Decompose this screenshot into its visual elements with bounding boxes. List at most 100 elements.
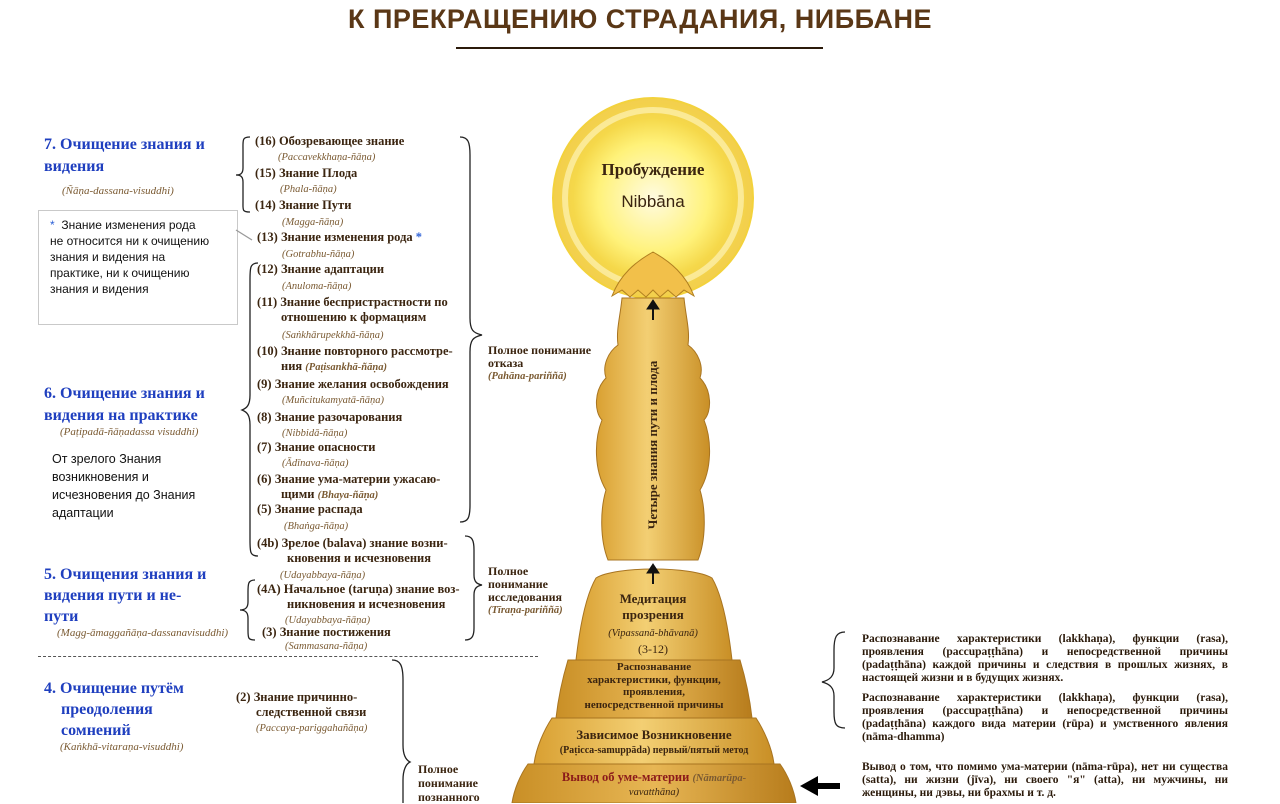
stage-number: 4. <box>44 680 56 697</box>
side-label-line: отказа <box>488 356 524 370</box>
note-line: Знание изменения рода <box>61 218 196 232</box>
knowledge-3-pali: (Sammasana-ñāṇa) <box>285 641 368 652</box>
tier3-title: Вывод об уме-материи <box>561 770 690 784</box>
known-brace <box>391 659 412 803</box>
tier2-sub: (Paṭicca-samuppāda) первый/пятый метод <box>536 745 772 756</box>
meditation-label: Медитация прозрения <box>586 591 720 623</box>
knowledge-4a-pali: (Udayabbaya-ñāṇa) <box>285 615 371 626</box>
knowledge-7: (7) Знание опасности <box>257 440 376 454</box>
knowledge-4a: (4A) Начальное (taruṇa) знание воз- никн… <box>257 582 460 612</box>
tier1-line: Распознавание <box>616 661 692 673</box>
asterisk-icon: * <box>415 230 423 244</box>
knowledge-6-pali: (Bhaya-ñāṇa) <box>317 490 379 501</box>
knowledge-8: (8) Знание разочарования <box>257 410 403 424</box>
meditation-range: (3-12) <box>638 642 668 656</box>
note-line: практике, ни к очищению <box>50 266 190 280</box>
tier2-pali: (Paṭicca-samuppāda) <box>559 745 651 756</box>
knowledge-line: (2) Знание причинно- <box>236 690 358 704</box>
knowledge-12: (12) Знание адаптации <box>257 262 385 276</box>
stage-7-pali: (Ñāṇa-dassana-visuddhi) <box>62 185 174 197</box>
right-note-1: Распознавание характеристики (lakkhaṇa),… <box>862 633 1228 684</box>
side-label-line: исследования <box>488 590 563 604</box>
stage-5-heading: 5. Очищения знания и видения пути и не- … <box>44 564 234 627</box>
stage-number: 5. <box>44 566 56 583</box>
title-underline <box>456 47 823 49</box>
stage-line: Очищение знания и <box>60 385 205 402</box>
note-line: возникновения и <box>52 470 149 484</box>
tier2-method: первый/пятый метод <box>652 745 749 756</box>
investigation-brace <box>464 535 483 641</box>
note-line: не относится ни к очищению <box>50 234 210 248</box>
knowledge-12-pali: (Anuloma-ñāṇa) <box>282 281 352 292</box>
stage-6-brace <box>240 262 259 557</box>
stage-line: Очищение путём <box>60 680 184 697</box>
knowledge-2: (2) Знание причинно- следственной связи <box>236 690 366 720</box>
knowledge-13-label: (13) Знание изменения рода <box>257 230 413 244</box>
stage-line: видения на практике <box>44 407 198 424</box>
section-divider <box>38 656 538 657</box>
side-label-line: понимание <box>418 776 478 790</box>
side-label-line: познанного <box>418 790 480 804</box>
knowledge-line: следственной связи <box>256 705 367 719</box>
knowledge-13-pali: (Gotrabhu-ñāṇa) <box>282 249 355 260</box>
up-arrow-icon <box>646 299 660 320</box>
knowledge-13: (13) Знание изменения рода * <box>257 230 422 245</box>
note-line: адаптации <box>52 506 114 520</box>
side-label-pali: (Tīraṇa-pariññā) <box>488 605 563 616</box>
knowledge-7-pali: (Ādīnava-ñāṇa) <box>282 458 349 469</box>
note-line: знания и видения на <box>50 250 166 264</box>
meditation-pali: (Vipassanā-bhāvanā) <box>608 628 698 639</box>
stage-4-heading: 4. Очищение путём преодоления сомнений <box>44 678 234 741</box>
note-line: От зрелого Знания <box>52 452 162 466</box>
side-label-line: Полное понимание <box>488 343 592 357</box>
right-note-2: Распознавание характеристики (lakkhaṇa),… <box>862 692 1228 743</box>
stupa-spire <box>595 297 711 561</box>
knowledge-line: (10) Знание повторного рассмотре- <box>257 344 453 358</box>
meditation-line1: Медитация <box>619 591 687 606</box>
knowledge-10-pali: (Paṭisankhā-ñāṇa) <box>305 362 387 373</box>
stage-4-pali: (Kaṅkhā-vitaraṇa-visuddhi) <box>60 741 184 753</box>
knowledge-line: никновения и исчезновения <box>287 597 446 611</box>
stage-number: 6. <box>44 385 56 402</box>
knowledge-11-pali: (Saṅkhārupekkhā-ñāṇa) <box>282 330 384 341</box>
knowledge-9-pali: (Muñcitukamyatā-ñāṇa) <box>282 395 385 406</box>
bracket-group <box>235 136 483 803</box>
knowledge-16-pali: (Paccavekkhaṇa-ñāṇa) <box>278 152 376 163</box>
knowledge-line: кновения и исчезновения <box>287 551 431 565</box>
stage-5-brace <box>239 579 256 641</box>
stage-line: Очищения знания и <box>60 566 207 583</box>
knowledge-6: (6) Знание ума-материи ужасаю- щими (Bha… <box>257 472 440 502</box>
stage-6-note: От зрелого Знания возникновения и исчезн… <box>52 450 242 522</box>
knowledge-10: (10) Знание повторного рассмотре- ния (P… <box>257 344 453 374</box>
knowledge-line: (4b) Зрелое (balava) знание возни- <box>257 536 448 550</box>
knowledge-line: (11) Знание беспристрастности по <box>257 295 448 309</box>
asterisk-icon: * <box>50 218 55 232</box>
full-understanding-investigation: Полное понимание исследования (Tīraṇa-pa… <box>488 565 563 617</box>
up-arrow-icon <box>646 563 660 584</box>
knowledge-line: (6) Знание ума-материи ужасаю- <box>257 472 441 486</box>
tier3-pali: (Nāmarūpa- <box>692 773 747 784</box>
knowledge-line-text: щими <box>281 487 315 501</box>
gotrabhu-note-box <box>38 210 238 325</box>
knowledge-15-pali: (Phala-ñāṇa) <box>280 184 337 195</box>
stage-7-heading: 7. Очищение знания и видения <box>44 134 234 178</box>
note-line: знания и видения <box>50 282 149 296</box>
knowledge-15: (15) Знание Плода <box>255 166 358 180</box>
knowledge-4b-pali: (Udayabbaya-ñāṇa) <box>280 570 366 581</box>
stupa-tier-3 <box>511 763 797 803</box>
renunciation-brace <box>459 136 483 523</box>
page-title: К ПРЕКРАЩЕНИЮ СТРАДАНИЯ, НИББАНЕ <box>348 4 932 34</box>
stupa-finial <box>611 251 695 298</box>
knowledge-2-pali: (Paccaya-pariggahañāṇa) <box>256 723 368 734</box>
nibbana-label: Nibbāna <box>621 192 685 211</box>
side-label-pali: (Pahāna-pariññā) <box>488 371 567 382</box>
knowledge-line: (4A) Начальное (taruṇa) знание воз- <box>257 582 460 596</box>
stage-line: пути <box>44 608 79 625</box>
full-understanding-abandonment: Полное понимание отказа (Pahāna-pariññā) <box>488 344 591 383</box>
stage-line: видения <box>44 158 105 175</box>
stupa-meditation-dome <box>575 568 733 661</box>
knowledge-line: щими (Bhaya-ñāṇa) <box>257 487 440 502</box>
stage-7-brace <box>235 136 251 213</box>
path-fruit-vertical-label: Четыре знания пути и плода <box>645 360 660 530</box>
left-arrow-icon <box>800 776 840 796</box>
